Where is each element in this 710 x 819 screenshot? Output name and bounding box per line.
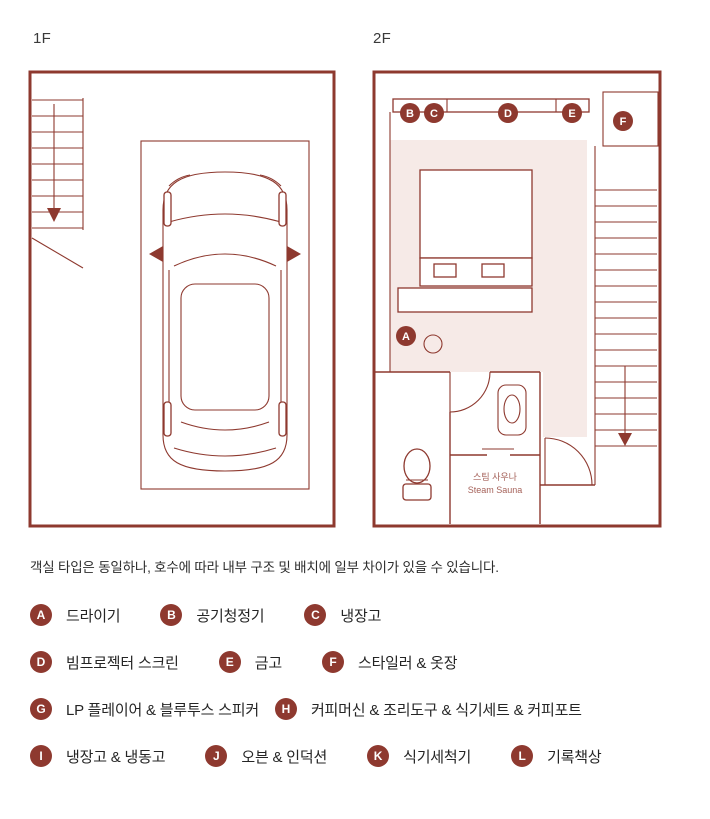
legend-item-a: A 드라이기	[30, 604, 121, 626]
legend-label-c: 냉장고	[340, 607, 382, 625]
svg-text:A: A	[402, 331, 410, 343]
legend-label-j: 오븐 & 인덕션	[241, 748, 328, 766]
legend-row-2: D 빔프로젝터 스크린 E 금고 F 스타일러 & 옷장	[30, 651, 602, 673]
bed	[397, 169, 533, 313]
car-mirror-right	[287, 246, 301, 262]
legend-label-h: 커피머신 & 조리도구 & 식기세트 & 커피포트	[310, 701, 582, 719]
marker-d: D	[498, 103, 518, 123]
floor-1f-title: 1F	[33, 30, 52, 47]
legend-badge-c: C	[304, 604, 327, 626]
legend-item-h: H 커피머신 & 조리도구 & 식기세트 & 커피포트	[274, 698, 582, 720]
marker-b: B	[400, 103, 420, 123]
stairs-down-arrow-1f	[47, 104, 61, 222]
svg-text:C: C	[430, 108, 438, 120]
legend-label-e: 금고	[254, 654, 282, 672]
legend-label-f: 스타일러 & 옷장	[357, 654, 458, 672]
sauna-label-kr: 스팀 사우나	[473, 471, 517, 482]
legend-badge-a: A	[30, 604, 52, 626]
steam-sauna-room: 스팀 사우나 Steam Sauna	[449, 412, 540, 524]
legend-item-f: F 스타일러 & 옷장	[321, 651, 458, 673]
stairs-down-arrow-2f	[618, 366, 632, 446]
legend-badge-g: G	[30, 698, 52, 720]
legend-badge-d: D	[30, 651, 52, 673]
legend-badge-f: F	[321, 651, 344, 673]
legend-badge-k: K	[367, 745, 390, 767]
room-note: 객실 타입은 동일하나, 호수에 따라 내부 구조 및 배치에 일부 차이가 있…	[30, 560, 499, 575]
legend-item-i: I 냉장고 & 냉동고	[30, 745, 166, 767]
svg-text:F: F	[620, 116, 627, 128]
floorplan-1f	[28, 70, 336, 528]
marker-f: F	[613, 111, 633, 131]
bathroom-door	[449, 371, 491, 413]
legend-label-d: 빔프로젝터 스크린	[66, 654, 179, 672]
legend-label-b: 공기청정기	[196, 607, 265, 625]
marker-a: A	[396, 326, 416, 346]
legend-item-b: B 공기청정기	[160, 604, 265, 626]
svg-text:B: B	[406, 108, 414, 120]
car-mirror-left	[149, 246, 163, 262]
wardrobe-closet	[602, 91, 659, 147]
floorplan-1f-outline	[28, 70, 336, 528]
amenities-legend: A 드라이기 B 공기청정기 C 냉장고 D 빔프로젝터 스크린 E 금고 F	[30, 604, 602, 767]
svg-text:D: D	[504, 108, 512, 120]
legend-item-k: K 식기세척기	[367, 745, 471, 767]
floorplan-2f-outline	[372, 70, 662, 528]
legend-badge-h: H	[274, 698, 297, 720]
stool	[423, 334, 443, 354]
toilet-icon	[402, 448, 432, 501]
legend-badge-e: E	[218, 651, 241, 673]
legend-label-k: 식기세척기	[403, 748, 472, 766]
parking-area	[140, 140, 310, 490]
legend-label-i: 냉장고 & 냉동고	[66, 748, 166, 766]
svg-text:E: E	[568, 108, 575, 120]
legend-item-g: G LP 플레이어 & 블루투스 스피커	[30, 698, 259, 720]
floorplan-2f: 스팀 사우나 Steam Sauna A B C D E F	[372, 70, 662, 528]
legend-item-d: D 빔프로젝터 스크린	[30, 651, 179, 673]
marker-e: E	[562, 103, 582, 123]
legend-item-c: C 냉장고	[304, 604, 381, 626]
staircase-1f	[31, 98, 84, 269]
sauna-label-en: Steam Sauna	[468, 485, 523, 495]
legend-item-l: L 기록책상	[511, 745, 602, 767]
legend-badge-b: B	[160, 604, 183, 626]
bathroom: 스팀 사우나 Steam Sauna	[375, 371, 595, 524]
marker-c: C	[424, 103, 444, 123]
hall-door	[544, 437, 593, 486]
legend-badge-j: J	[205, 745, 228, 767]
car-icon	[149, 171, 301, 472]
legend-item-j: J 오븐 & 인덕션	[205, 745, 327, 767]
legend-label-g: LP 플레이어 & 블루투스 스피커	[66, 701, 259, 719]
legend-label-a: 드라이기	[66, 607, 121, 625]
staircase-2f	[594, 146, 657, 485]
legend-row-4: I 냉장고 & 냉동고 J 오븐 & 인덕션 K 식기세척기 L 기록책상	[30, 745, 602, 767]
legend-badge-i: I	[30, 745, 52, 767]
legend-row-3: G LP 플레이어 & 블루투스 스피커 H 커피머신 & 조리도구 & 식기세…	[30, 698, 602, 720]
top-counter	[392, 98, 590, 113]
vanity-sink	[497, 384, 527, 436]
floor-2f-title: 2F	[373, 30, 392, 47]
legend-row-1: A 드라이기 B 공기청정기 C 냉장고	[30, 604, 602, 626]
legend-item-e: E 금고	[218, 651, 282, 673]
legend-label-l: 기록책상	[547, 748, 602, 766]
legend-badge-l: L	[511, 745, 534, 767]
